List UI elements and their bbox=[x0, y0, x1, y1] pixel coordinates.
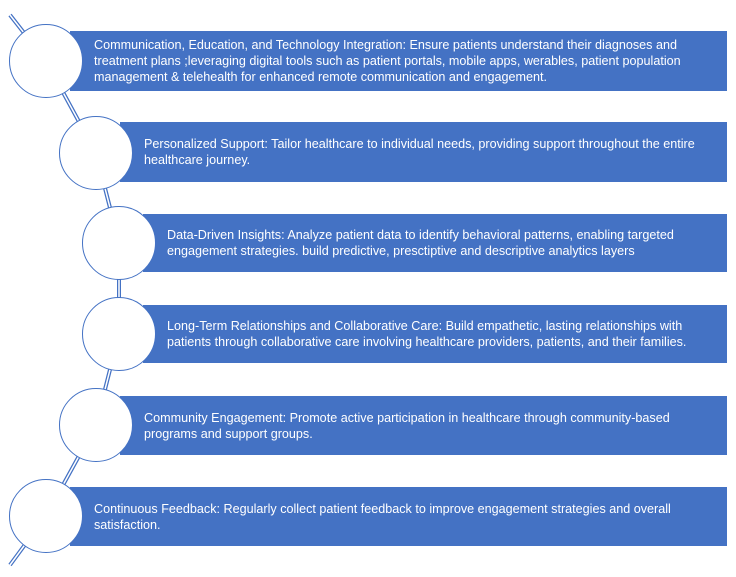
step-circle-3 bbox=[82, 206, 156, 280]
step-circle-2 bbox=[59, 116, 133, 190]
step-box-6: Continuous Feedback: Regularly collect p… bbox=[70, 487, 727, 546]
step-box-4: Long-Term Relationships and Collaborativ… bbox=[143, 305, 727, 363]
step-box-3: Data-Driven Insights: Analyze patient da… bbox=[143, 214, 727, 272]
step-circle-6 bbox=[9, 479, 83, 553]
step-text-5: Community Engagement: Promote active par… bbox=[144, 410, 670, 441]
step-text-1: Communication, Education, and Technology… bbox=[94, 38, 681, 84]
step-box-5: Community Engagement: Promote active par… bbox=[120, 396, 727, 455]
step-text-6: Continuous Feedback: Regularly collect p… bbox=[94, 501, 671, 532]
step-box-2: Personalized Support: Tailor healthcare … bbox=[120, 122, 727, 182]
step-circle-5 bbox=[59, 388, 133, 462]
step-text-2: Personalized Support: Tailor healthcare … bbox=[144, 137, 695, 167]
step-text-3: Data-Driven Insights: Analyze patient da… bbox=[167, 228, 674, 258]
step-circle-4 bbox=[82, 297, 156, 371]
step-circle-1 bbox=[9, 24, 83, 98]
step-text-4: Long-Term Relationships and Collaborativ… bbox=[167, 319, 687, 349]
step-box-1: Communication, Education, and Technology… bbox=[70, 31, 727, 91]
